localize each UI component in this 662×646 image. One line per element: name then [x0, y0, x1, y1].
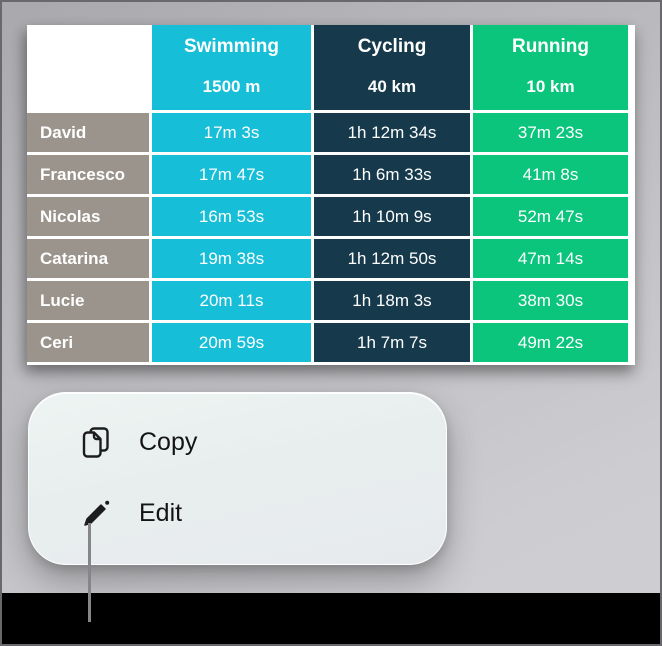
column-header-distance: 1500 m: [202, 77, 261, 96]
table-cell[interactable]: 52m 47s: [473, 197, 628, 236]
table-cell[interactable]: 1h 10m 9s: [314, 197, 470, 236]
pencil-icon: [76, 494, 114, 532]
table-cell[interactable]: 38m 30s: [473, 281, 628, 320]
table-cell[interactable]: 49m 22s: [473, 323, 628, 362]
menu-item-label: Copy: [139, 427, 198, 456]
table-cell[interactable]: 1h 18m 3s: [314, 281, 470, 320]
spreadsheet-sheet: Swimming 1500 m Cycling 40 km Running 10 km Da…: [27, 25, 635, 365]
table-cell[interactable]: 20m 59s: [152, 323, 311, 362]
table-cell[interactable]: 47m 14s: [473, 239, 628, 278]
table-cell[interactable]: 37m 23s: [473, 113, 628, 152]
column-header-label: Running: [511, 36, 590, 57]
table-cell[interactable]: 41m 8s: [473, 155, 628, 194]
copy-icon: [76, 423, 114, 461]
column-header-running[interactable]: Running 10 km: [473, 25, 628, 110]
column-header-label: Cycling: [357, 36, 427, 57]
menu-item-edit[interactable]: Edit: [76, 489, 446, 537]
column-header-label: Swimming: [183, 36, 279, 57]
table-cell[interactable]: 1h 12m 50s: [314, 239, 470, 278]
menu-item-label: Edit: [139, 498, 183, 527]
table-cell[interactable]: 1h 6m 33s: [314, 155, 470, 194]
table-cell[interactable]: 17m 3s: [152, 113, 311, 152]
bottom-black-bar: [2, 593, 660, 644]
table-corner-cell[interactable]: [27, 25, 149, 110]
table-cell[interactable]: 20m 11s: [152, 281, 311, 320]
table-grid: Swimming 1500 m Cycling 40 km Running 10 km Da…: [27, 25, 628, 362]
column-header-swimming[interactable]: Swimming 1500 m: [152, 25, 311, 110]
table-cell[interactable]: 16m 53s: [152, 197, 311, 236]
table-cell[interactable]: 19m 38s: [152, 239, 311, 278]
table-cell[interactable]: 1h 12m 34s: [314, 113, 470, 152]
row-header[interactable]: Lucie: [27, 281, 149, 320]
menu-item-copy[interactable]: Copy: [76, 418, 446, 466]
column-header-cycling[interactable]: Cycling 40 km: [314, 25, 470, 110]
row-header[interactable]: Ceri: [27, 323, 149, 362]
row-header[interactable]: Francesco: [27, 155, 149, 194]
column-header-distance: 10 km: [526, 77, 575, 96]
row-header[interactable]: Catarina: [27, 239, 149, 278]
row-header[interactable]: Nicolas: [27, 197, 149, 236]
table-cell[interactable]: 17m 47s: [152, 155, 311, 194]
row-header[interactable]: David: [27, 113, 149, 152]
column-header-distance: 40 km: [367, 77, 417, 96]
context-menu: Copy Edit: [28, 392, 447, 565]
callout-line: [88, 523, 91, 622]
table-cell[interactable]: 1h 7m 7s: [314, 323, 470, 362]
